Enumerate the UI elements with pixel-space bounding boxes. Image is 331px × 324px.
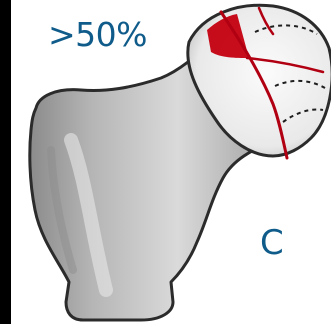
percent-label: >50% [48,18,147,51]
figure-panel: >50% C [11,0,331,324]
panel-label: C [260,226,284,260]
